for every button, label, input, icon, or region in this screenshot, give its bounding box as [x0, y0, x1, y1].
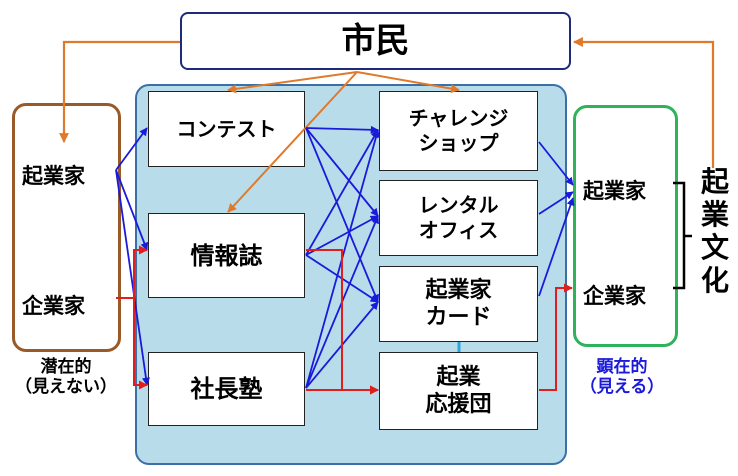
service-challenge-shop: チャレンジ ショップ: [379, 91, 538, 171]
latent-group-box: [12, 103, 121, 352]
manifest-caption: 顕在的 （見える）: [579, 357, 665, 398]
manifest-business-owner-label: 企業家: [583, 284, 646, 308]
manifest-group-box: [573, 105, 678, 347]
program-info-magazine: 情報誌: [148, 213, 305, 298]
manifest-entrepreneur-label: 起業家: [583, 179, 646, 203]
latent-caption: 潜在的 （見えない）: [15, 357, 117, 398]
latent-business-owner-label: 企業家: [22, 294, 85, 318]
latent-entrepreneur-label: 起業家: [22, 164, 85, 188]
service-rental-office: レンタル オフィス: [379, 180, 538, 256]
entrepreneurship-culture-label: 起 業 文 化: [700, 165, 729, 298]
service-entrepreneur-card: 起業家 カード: [379, 266, 538, 342]
program-ceo-school: 社長塾: [148, 352, 305, 426]
program-contest: コンテスト: [148, 91, 305, 167]
citizen-box: 市民: [180, 12, 571, 70]
service-support-team: 起業 応援団: [379, 352, 538, 430]
